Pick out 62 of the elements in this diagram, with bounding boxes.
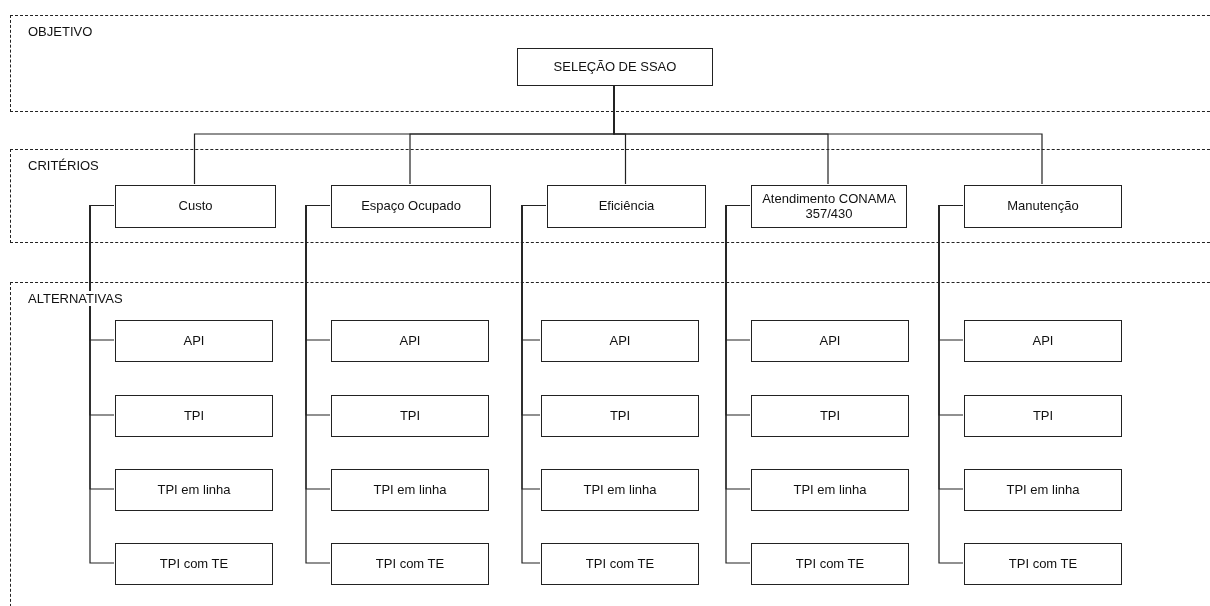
- process-box: [115, 320, 273, 362]
- box-label: TPI em linha: [582, 482, 658, 498]
- process-box: [751, 395, 909, 437]
- process-box: [964, 185, 1122, 228]
- process-box: [964, 395, 1122, 437]
- box-label: TPI em linha: [792, 482, 868, 498]
- process-box: [541, 395, 699, 437]
- process-box: [751, 185, 907, 228]
- process-box: [964, 543, 1122, 585]
- box-label: Eficiência: [597, 199, 656, 214]
- connector-line: [89, 204, 115, 564]
- box-label: API: [818, 333, 842, 349]
- process-box: [751, 469, 909, 511]
- band-label: OBJETIVO: [28, 24, 95, 39]
- box-label: TPI em linha: [1005, 482, 1081, 498]
- process-box: [115, 395, 273, 437]
- process-box: [964, 469, 1122, 511]
- process-box: [541, 320, 699, 362]
- process-box: [331, 320, 489, 362]
- process-box: [517, 48, 713, 86]
- box-label: TPI: [398, 408, 422, 424]
- connector-line: [938, 204, 964, 564]
- band-label: CRITÉRIOS: [28, 158, 101, 173]
- dashed-band: [10, 15, 1210, 112]
- box-label: TPI: [818, 408, 842, 424]
- process-box: [964, 320, 1122, 362]
- box-label: TPI com TE: [1007, 556, 1079, 572]
- box-label: API: [398, 333, 422, 349]
- dashed-band: [10, 149, 1210, 243]
- process-box: [115, 469, 273, 511]
- box-label: TPI com TE: [584, 556, 656, 572]
- process-box: [547, 185, 706, 228]
- box-label: Espaço Ocupado: [360, 199, 462, 214]
- connector-line: [305, 204, 331, 564]
- box-label: TPI: [1031, 408, 1055, 424]
- box-label: TPI em linha: [372, 482, 448, 498]
- box-label: TPI em linha: [156, 482, 232, 498]
- box-label: TPI com TE: [158, 556, 230, 572]
- process-box: [751, 320, 909, 362]
- connector-line: [725, 204, 751, 564]
- process-box: [331, 395, 489, 437]
- process-box: [115, 185, 276, 228]
- process-box: [331, 185, 491, 228]
- box-label: TPI: [608, 408, 632, 424]
- box-label: API: [182, 333, 206, 349]
- box-label: SELEÇÃO DE SSAO: [552, 59, 678, 75]
- process-box: [115, 543, 273, 585]
- process-box: [541, 469, 699, 511]
- box-label: Manutenção: [1006, 199, 1080, 214]
- box-label: API: [608, 333, 632, 349]
- band-label: ALTERNATIVAS: [28, 291, 125, 306]
- box-label: TPI com TE: [794, 556, 866, 572]
- process-box: [331, 469, 489, 511]
- process-box: [331, 543, 489, 585]
- process-box: [751, 543, 909, 585]
- box-label: API: [1031, 333, 1055, 349]
- box-label: Custo: [177, 199, 214, 214]
- box-label: TPI: [182, 408, 206, 424]
- box-label: TPI com TE: [374, 556, 446, 572]
- dashed-band: [10, 282, 1210, 606]
- process-box: [541, 543, 699, 585]
- box-label: Atendimento CONAMA 357/430: [761, 192, 897, 221]
